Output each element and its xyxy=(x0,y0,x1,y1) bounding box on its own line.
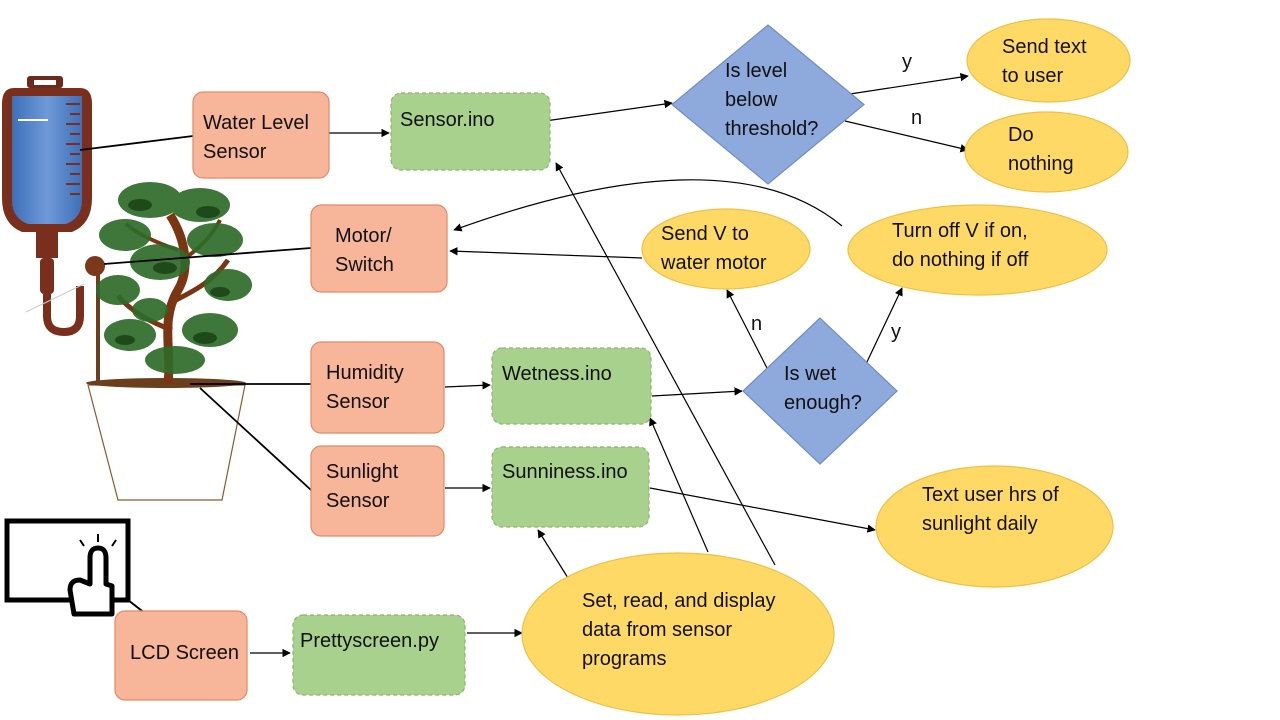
node-is-level-below-shape xyxy=(671,24,865,185)
node-wetness-ino-label: Wetness.ino xyxy=(502,363,612,385)
edges xyxy=(79,72,969,658)
node-sunlight-sensor-label: Sunlight xyxy=(326,461,399,483)
node-text-sunlight-shape xyxy=(875,465,1114,588)
node-wetness-ino: Wetness.ino xyxy=(491,347,652,425)
node-send-text: Send text to user xyxy=(966,18,1131,103)
edge-turn-off-to-motor xyxy=(453,179,843,232)
edge-wet-no-to-send-v xyxy=(726,289,769,371)
node-motor-switch-shape xyxy=(310,204,448,293)
node-sunniness-ino-label: Sunniness.ino xyxy=(502,461,628,483)
node-send-v-label: Send V to xyxy=(661,223,749,245)
node-sensor-ino-shape xyxy=(390,92,551,171)
node-set-read-display-label: data from sensor xyxy=(582,619,732,641)
node-sunniness-ino-shape xyxy=(491,446,650,528)
node-set-read-display-label: programs xyxy=(582,648,666,670)
edge-bag-to-water-sensor xyxy=(79,135,194,151)
edge-label-wet-yes: y xyxy=(891,321,901,343)
node-is-level-below-label: threshold? xyxy=(725,118,818,140)
nodes: Water LevelSensorMotor/SwitchHumiditySen… xyxy=(114,18,1131,716)
node-water-level-sensor-label: Sensor xyxy=(203,141,267,163)
node-sensor-ino: Sensor.ino xyxy=(390,92,551,171)
edge-label-level-yes: y xyxy=(902,51,912,73)
node-water-level-sensor-label: Water Level xyxy=(203,112,309,134)
node-humidity-sensor-label: Sensor xyxy=(326,391,390,413)
edge-set-read-to-sensor-ino xyxy=(555,162,776,566)
node-sunniness-ino: Sunniness.ino xyxy=(491,446,650,528)
plant-pot-icon xyxy=(85,256,246,501)
node-text-sunlight: Text user hrs of sunlight daily xyxy=(875,465,1114,588)
edge-level-yes-to-send-text xyxy=(849,72,969,95)
node-do-nothing-shape xyxy=(964,111,1129,193)
node-is-wet-enough-label: Is wet xyxy=(784,363,837,385)
edge-humidity-to-wetness-ino xyxy=(444,381,491,390)
edge-sunniness-ino-to-text-sunlight xyxy=(649,487,876,533)
node-sunlight-sensor-shape xyxy=(310,445,445,537)
node-text-sunlight-label: sunlight daily xyxy=(922,513,1038,535)
node-prettyscreen-py: Prettyscreen.py xyxy=(292,614,466,696)
node-prettyscreen-py-label: Prettyscreen.py xyxy=(300,630,439,652)
node-send-v-shape xyxy=(641,208,811,290)
node-send-text-label: to user xyxy=(1002,65,1063,87)
node-lcd-screen: LCD Screen xyxy=(114,610,248,701)
edge-label-level-no: n xyxy=(911,107,922,129)
edge-soil-to-sunlight xyxy=(199,387,312,491)
node-humidity-sensor-label: Humidity xyxy=(326,362,404,384)
node-motor-switch-label: Motor/ xyxy=(335,225,392,247)
edge-wet-yes-to-turn-off xyxy=(865,287,903,365)
edge-sensor-ino-to-level-decision xyxy=(544,99,673,122)
bonsai-tree-icon xyxy=(96,182,252,384)
edge-level-no-to-do-nothing xyxy=(844,120,969,153)
node-turn-off-v: Turn off V if on, do nothing if off xyxy=(847,204,1108,296)
node-is-wet-enough-shape xyxy=(742,317,898,465)
node-is-level-below-label: below xyxy=(725,89,778,111)
node-do-nothing-label: nothing xyxy=(1008,153,1074,175)
edge-labels: y n n y xyxy=(751,51,922,343)
node-set-read-display: Set, read, and display data from sensor pr… xyxy=(521,552,835,716)
node-water-level-sensor-shape xyxy=(192,91,330,179)
edge-set-read-to-wetness-ino xyxy=(649,417,709,553)
node-motor-switch-label: Switch xyxy=(335,254,394,276)
edge-motor-to-valve xyxy=(103,247,312,265)
edge-send-v-to-motor xyxy=(449,247,643,259)
node-send-text-label: Send text xyxy=(1002,36,1087,58)
edge-label-wet-no: n xyxy=(751,313,762,335)
touch-screen-icon xyxy=(4,518,147,617)
node-prettyscreen-py-shape xyxy=(292,614,466,696)
node-sensor-ino-label: Sensor.ino xyxy=(400,109,495,131)
node-do-nothing: Do nothing xyxy=(964,111,1129,193)
node-is-wet-enough-label: enough? xyxy=(784,392,862,414)
node-set-read-display-label: Set, read, and display xyxy=(582,590,775,612)
node-sunlight-sensor-label: Sensor xyxy=(326,490,390,512)
node-lcd-screen-shape xyxy=(114,610,248,701)
node-turn-off-v-shape xyxy=(847,204,1108,296)
edge-set-read-to-sunniness-ino xyxy=(537,529,569,579)
node-do-nothing-label: Do xyxy=(1008,124,1034,146)
node-turn-off-v-label: do nothing if off xyxy=(892,249,1029,271)
node-is-level-below-label: Is level xyxy=(725,60,787,82)
edge-wetness-ino-to-wet-decision xyxy=(651,387,743,397)
node-is-level-below: Is level below threshold? xyxy=(671,24,865,185)
node-send-v-label: water motor xyxy=(660,252,767,274)
node-humidity-sensor-shape xyxy=(310,341,445,434)
node-is-wet-enough: Is wet enough? xyxy=(742,317,898,465)
node-send-v: Send V to water motor xyxy=(641,208,811,290)
node-wetness-ino-shape xyxy=(491,347,652,425)
node-send-text-shape xyxy=(966,18,1131,103)
node-motor-switch: Motor/Switch xyxy=(310,204,448,293)
node-set-read-display-shape xyxy=(521,552,835,716)
iv-water-bag-icon xyxy=(2,76,92,337)
node-turn-off-v-label: Turn off V if on, xyxy=(892,220,1028,242)
node-text-sunlight-label: Text user hrs of xyxy=(922,484,1059,506)
node-lcd-screen-label: LCD Screen xyxy=(130,642,239,664)
